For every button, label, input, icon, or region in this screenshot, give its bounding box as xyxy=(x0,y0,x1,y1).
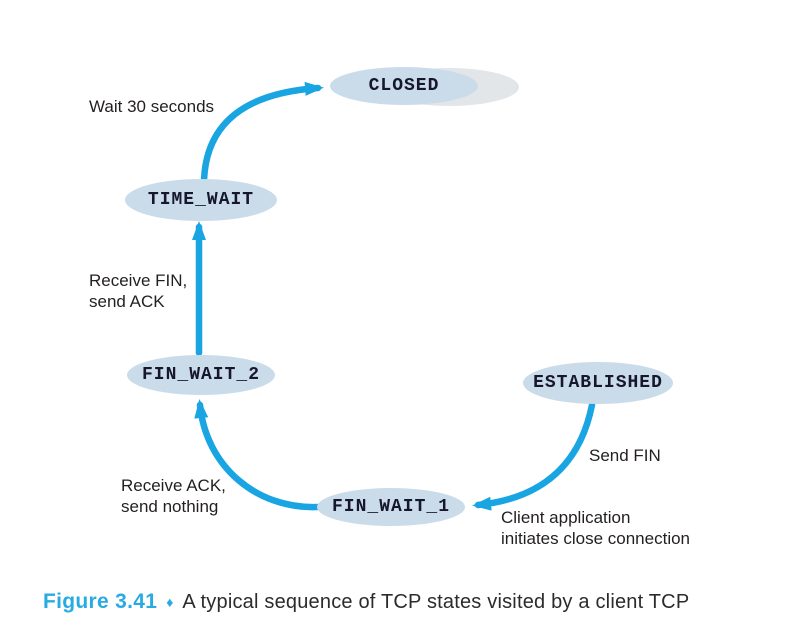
arrow-established-to-finwait1 xyxy=(472,401,596,511)
state-time-wait-label: TIME_WAIT xyxy=(147,190,255,210)
state-fin-wait-2-label: FIN_WAIT_2 xyxy=(141,365,261,385)
transition-label-send-fin: Send FIN xyxy=(589,446,661,465)
state-closed-label: CLOSED xyxy=(368,76,440,96)
arrow-finwait1-to-finwait2 xyxy=(194,399,321,511)
state-fin-wait-1: FIN_WAIT_1 xyxy=(317,488,465,526)
state-fin-wait-2: FIN_WAIT_2 xyxy=(127,355,275,395)
transition-label-receive-ack-send-nothing: Receive ACK, send nothing xyxy=(121,476,226,516)
annotation-client-application: Client application initiates close conne… xyxy=(501,508,691,548)
figure-caption: Figure 3.41 ♦ A typical sequence of TCP … xyxy=(43,590,689,614)
figure-caption-number: Figure 3.41 xyxy=(43,590,158,613)
state-closed: CLOSED xyxy=(330,67,478,105)
state-time-wait: TIME_WAIT xyxy=(125,179,277,221)
figure-caption-text: A typical sequence of TCP states visited… xyxy=(182,591,690,613)
state-fin-wait-1-label: FIN_WAIT_1 xyxy=(331,497,451,517)
transition-label-receive-fin-send-ack: Receive FIN, send ACK xyxy=(89,271,188,311)
diamond-icon: ♦ xyxy=(166,594,174,610)
state-established-label: ESTABLISHED xyxy=(533,373,663,393)
arrow-timewait-to-closed xyxy=(200,81,324,184)
state-established: ESTABLISHED xyxy=(523,362,673,404)
transition-label-wait-30-seconds: Wait 30 seconds xyxy=(89,97,215,116)
